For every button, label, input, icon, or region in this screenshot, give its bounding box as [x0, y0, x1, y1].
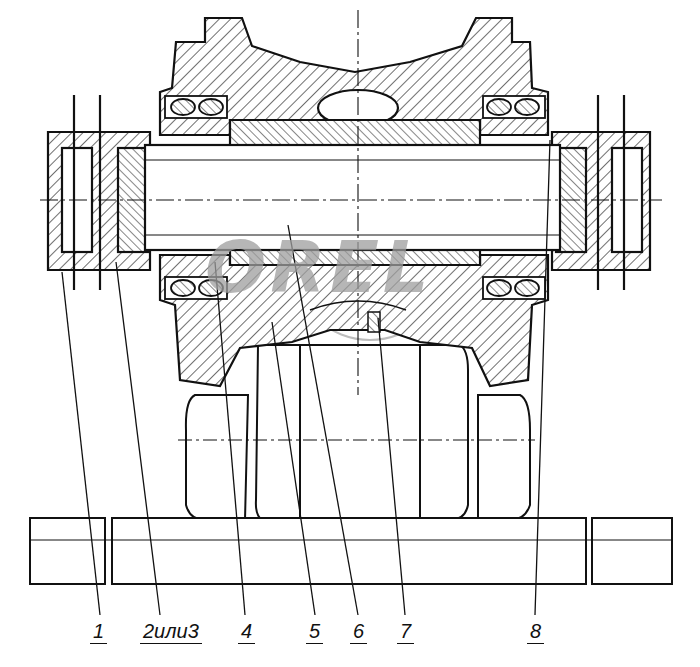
watermark: OREL	[205, 228, 433, 307]
callout-number: 8	[527, 620, 544, 644]
leader-lines	[62, 140, 550, 615]
callout-number: 6	[350, 620, 367, 644]
callout-number: 2или3	[140, 620, 202, 644]
track-links	[178, 345, 535, 520]
callout-number: 4	[238, 620, 255, 644]
center-lines	[40, 10, 662, 395]
callout-number: 1	[90, 620, 107, 644]
callout-number: 5	[306, 620, 323, 644]
callout-number: 7	[397, 620, 414, 644]
